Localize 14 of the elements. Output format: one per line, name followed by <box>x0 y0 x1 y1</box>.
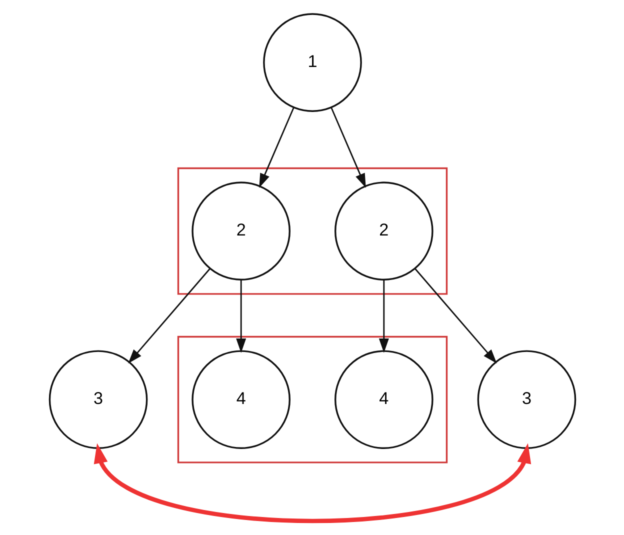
arrow <box>414 268 496 364</box>
arrow <box>93 443 531 524</box>
node-circle: 2 <box>334 182 433 280</box>
node-circle: 1 <box>262 13 362 112</box>
node-circle: 4 <box>334 350 433 450</box>
cluster <box>176 336 448 464</box>
cluster <box>176 167 448 295</box>
arrow <box>378 280 388 353</box>
node-circle: 4 <box>191 350 290 450</box>
arrow <box>128 268 210 364</box>
arrow <box>258 107 294 188</box>
arrow <box>236 280 246 353</box>
node-circle: 2 <box>191 182 290 280</box>
arrow <box>330 107 366 188</box>
